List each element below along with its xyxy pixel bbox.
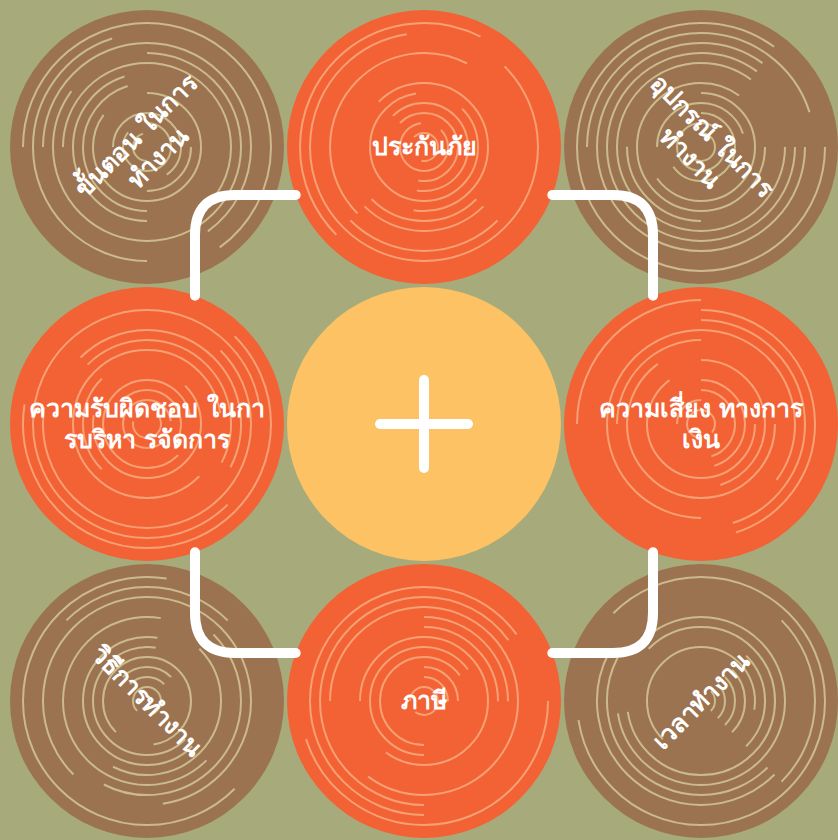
ring-arc [85, 362, 209, 486]
ring-arc [564, 564, 838, 838]
circle-fill [564, 287, 838, 561]
circle-fill [287, 564, 561, 838]
ring-arc [287, 10, 561, 284]
circle-fill [287, 10, 561, 284]
ring-arc [340, 617, 508, 785]
ring-arc [380, 657, 468, 745]
ring-arc [10, 287, 284, 561]
ring-arc [625, 625, 778, 778]
ring-arc [607, 330, 795, 518]
plus-bar [419, 380, 429, 468]
circle-fill [564, 10, 838, 284]
ring-arc [10, 287, 284, 561]
ring-arc [647, 370, 755, 478]
ring-arc [617, 63, 785, 231]
topic-circle: เวลาทำงาน [564, 564, 838, 838]
ring-arc [360, 637, 488, 765]
ring-arc [310, 587, 538, 815]
ring-arc [28, 582, 266, 820]
text-holder: ความเสี่ยง ทางการเงิน [591, 393, 811, 456]
ring-arc [63, 63, 231, 231]
ring-arc [577, 300, 825, 548]
topic-circle: ประกันภัย [287, 10, 561, 284]
topic-label: ความเสี่ยง ทางการเงิน [591, 393, 811, 456]
ring-arc [597, 320, 805, 528]
ring-arc [10, 287, 284, 561]
ring-arc [610, 610, 791, 791]
ring-arc [56, 333, 237, 514]
ring-arc [577, 23, 825, 271]
ring-arc [637, 360, 765, 488]
ring-arc [14, 568, 280, 834]
topic-label: ความรับผิดชอบ ในการบริหา รจัดการ [27, 393, 267, 456]
ring-arc [587, 310, 815, 538]
ring-arc [43, 43, 251, 251]
circle-shape [564, 287, 838, 561]
ring-arc [23, 23, 271, 271]
ring-arc [53, 53, 241, 241]
ring-arc [287, 10, 561, 284]
ring-arc [333, 56, 514, 237]
topic-label: ประกันภัย [372, 131, 477, 162]
ring-arc [564, 564, 838, 838]
topic-circle: อุปกรณ์ ในการทำงาน [564, 10, 838, 284]
circle-fill [564, 564, 838, 838]
circle-fill [10, 287, 284, 561]
ring-arc [390, 667, 458, 735]
ring-arc [71, 625, 224, 778]
ring-arc [10, 564, 284, 838]
ring-arc [33, 33, 261, 261]
ring-arc [568, 568, 834, 834]
circle-shape [10, 287, 284, 561]
ring-arc [587, 33, 815, 261]
topic-circle: ความเสี่ยง ทางการเงิน [564, 287, 838, 561]
ring-arc [300, 577, 548, 825]
ring-arc [348, 71, 501, 224]
ring-arc [657, 380, 745, 468]
ring-arc [320, 597, 528, 805]
topic-label: ภาษี [401, 685, 447, 716]
ring-arc [582, 582, 820, 820]
text-holder: ความรับผิดชอบ ในการบริหา รจัดการ [27, 393, 267, 456]
ring-arc [99, 376, 195, 472]
ring-arc [28, 305, 266, 543]
ring-arc [564, 564, 838, 838]
ring-arc [56, 610, 237, 791]
ring-arc [607, 53, 795, 241]
ring-arc [14, 291, 280, 557]
ring-arc [400, 677, 448, 725]
ring-arc [10, 564, 284, 838]
center-circle [287, 287, 561, 561]
circle-fill [10, 564, 284, 838]
ring-arc [287, 10, 561, 284]
circle-fill [10, 10, 284, 284]
ring-arc [10, 564, 284, 838]
ring-arc [305, 28, 543, 266]
ring-arc [627, 350, 775, 498]
ring-arc [597, 43, 805, 251]
text-holder: ประกันภัย [309, 131, 539, 162]
text-holder: ภาษี [309, 685, 539, 716]
ring-arc [85, 639, 209, 763]
ring-arc [330, 607, 518, 795]
ring-arc [362, 85, 486, 209]
ring-arc [639, 639, 763, 763]
ring-arc [370, 647, 478, 755]
ring-arc [71, 348, 224, 501]
topic-circle: วิธีการทำงาน [10, 564, 284, 838]
topic-circle: ขั้นตอน ในการทำงาน [10, 10, 284, 284]
ring-arc [350, 627, 498, 775]
ring-arc [291, 14, 557, 280]
ring-arc [617, 340, 785, 508]
topic-circle: ความรับผิดชอบ ในการบริหา รจัดการ [10, 287, 284, 561]
topic-circle: ภาษี [287, 564, 561, 838]
